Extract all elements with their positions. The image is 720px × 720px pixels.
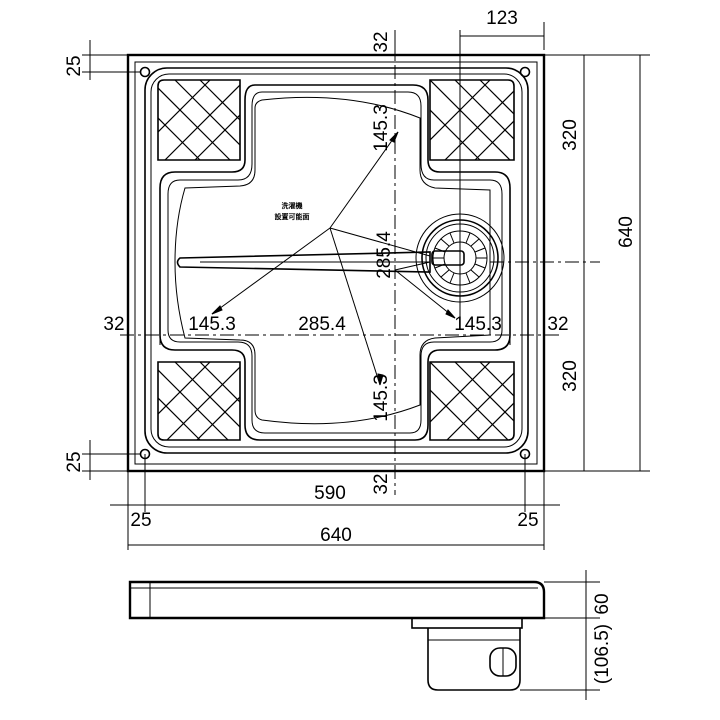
dim-hole-spacing-590: 590: [314, 483, 346, 504]
dimension-texts: 123 25 32 145.3 320 640 285.4 32 145.3 2…: [64, 8, 637, 546]
basin-floor: [174, 96, 491, 425]
dim-bottom-right-25: 25: [517, 510, 538, 531]
dim-center-width: 285.4: [298, 314, 346, 335]
corner-pad-top-left: [157, 79, 241, 161]
corner-pad-bottom-right: [429, 361, 515, 441]
install-area-label-1: 洗濯機: [282, 201, 303, 210]
dim-diag-center-vertical: 285.4: [374, 231, 395, 279]
tray-rim-inner: [150, 73, 523, 448]
mounting-hole-tl: [139, 66, 151, 78]
dim-diag-upper: 145.3: [371, 104, 392, 152]
side-view: [128, 580, 546, 691]
dim-diag-right: 145.3: [454, 314, 502, 335]
dim-diag-left: 145.3: [188, 314, 236, 335]
plan-view: 洗濯機 設置可能面: [126, 53, 546, 473]
dim-total-width-640: 640: [320, 525, 352, 546]
dim-bottom-left-25: 25: [130, 510, 151, 531]
dim-left-32: 32: [103, 314, 124, 335]
side-dimension-lines: [520, 570, 600, 700]
dim-left-25-bottom: 25: [64, 451, 85, 472]
pan-inner-frame: [134, 61, 538, 465]
corner-pad-bottom-left: [157, 361, 241, 441]
dimension-lines: [82, 22, 650, 550]
side-drain-body: [427, 628, 521, 691]
basin-outline-inner: [167, 91, 503, 434]
center-lines: [120, 30, 590, 495]
dim-diag-lower: 145.3: [371, 374, 392, 422]
corner-pad-top-right: [429, 79, 515, 161]
dim-side-60: 60: [592, 593, 613, 614]
dim-right-32: 32: [547, 314, 568, 335]
pan-outer-frame: [126, 53, 546, 473]
mounting-hole-tr: [519, 66, 531, 78]
diagonal-dimensions: [211, 131, 456, 386]
dim-left-25-top: 25: [64, 55, 85, 76]
dim-top-123: 123: [486, 8, 518, 29]
install-area-label-2: 設置可能面: [275, 212, 310, 221]
side-body: [128, 580, 546, 620]
side-drain-flange: [411, 617, 523, 629]
dim-side-total: (106.5): [592, 624, 613, 684]
dim-center-32-bottom: 32: [371, 473, 392, 494]
dim-total-height-640: 640: [616, 216, 637, 248]
dim-upper-half-320: 320: [560, 119, 581, 151]
drain-channel: [176, 251, 431, 273]
tray-rim-outer: [144, 67, 529, 454]
dim-lower-half-320: 320: [560, 360, 581, 392]
basin-outline-outer: [159, 84, 511, 441]
dim-center-32-top: 32: [371, 31, 392, 52]
